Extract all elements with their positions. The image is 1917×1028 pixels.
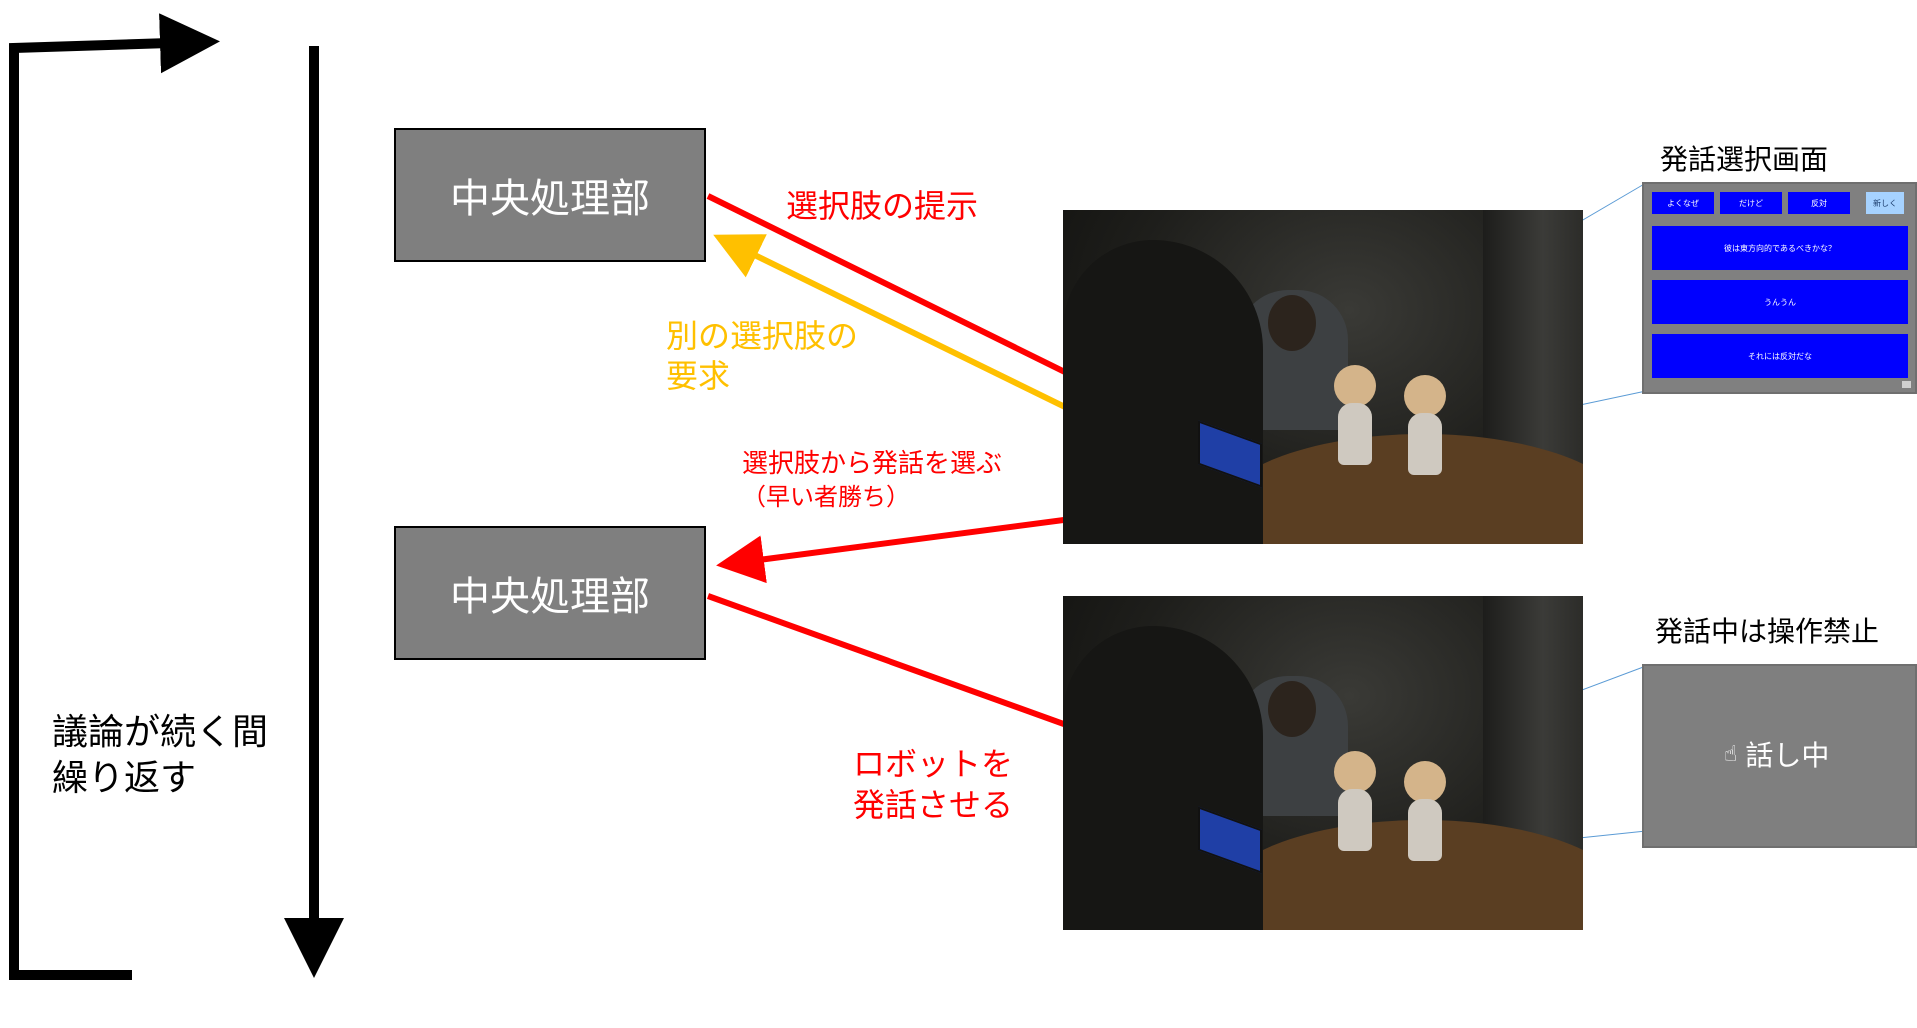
robot — [1398, 761, 1452, 861]
speaking-screen: ☝ 話し中 — [1642, 664, 1917, 848]
label-request-other-line1: 別の選択肢の — [666, 317, 859, 355]
label-robot-speak-line1: ロボットを — [853, 745, 1014, 783]
pointing-hand-icon: ☝ — [1724, 741, 1738, 767]
selection-screen-title: 発話選択画面 — [1660, 143, 1829, 176]
keyboard-icon — [1902, 381, 1911, 388]
central-processing-node-bottom: 中央処理部 — [394, 526, 706, 660]
label-robot-speak-line2: 発話させる — [853, 786, 1014, 824]
label-choose-line1: 選択肢から発話を選ぶ — [742, 449, 1003, 479]
speaking-screen-title: 発話中は操作禁止 — [1655, 615, 1880, 648]
node-label: 中央処理部 — [450, 176, 650, 222]
robot — [1398, 375, 1452, 475]
speaking-status: ☝ 話し中 — [1724, 734, 1829, 774]
request-new-choices-button[interactable]: 新しく — [1866, 192, 1904, 214]
label-present-choices: 選択肢の提示 — [786, 187, 979, 225]
speaking-status-label: 話し中 — [1745, 739, 1830, 772]
label-request-other-line2: 要求 — [666, 357, 731, 395]
selection-top-button[interactable]: 反対 — [1788, 192, 1850, 214]
utterance-option-button[interactable]: うんうん — [1652, 280, 1908, 324]
central-processing-node-top: 中央処理部 — [394, 128, 706, 262]
loop-bracket — [9, 13, 220, 980]
selection-top-button[interactable]: よくなぜ — [1652, 192, 1714, 214]
robot — [1328, 365, 1382, 465]
robot — [1328, 751, 1382, 851]
utterance-option-button[interactable]: 彼は東方向的であるべきかな？ — [1652, 226, 1908, 270]
label-choose-line2: （早い者勝ち） — [742, 483, 910, 511]
utterance-option-button[interactable]: それには反対だな — [1652, 334, 1908, 378]
loop-label-line1: 議論が続く間 — [52, 712, 269, 753]
selection-screen: よくなぜ だけど 反対 新しく 彼は東方向的であるべきかな？ うんうん それには… — [1642, 182, 1917, 394]
node-label: 中央処理部 — [450, 574, 650, 620]
selection-top-button[interactable]: だけど — [1720, 192, 1782, 214]
discussion-photo-bottom — [1063, 596, 1583, 930]
discussion-photo-top — [1063, 210, 1583, 544]
loop-label-line2: 繰り返す — [52, 758, 197, 799]
